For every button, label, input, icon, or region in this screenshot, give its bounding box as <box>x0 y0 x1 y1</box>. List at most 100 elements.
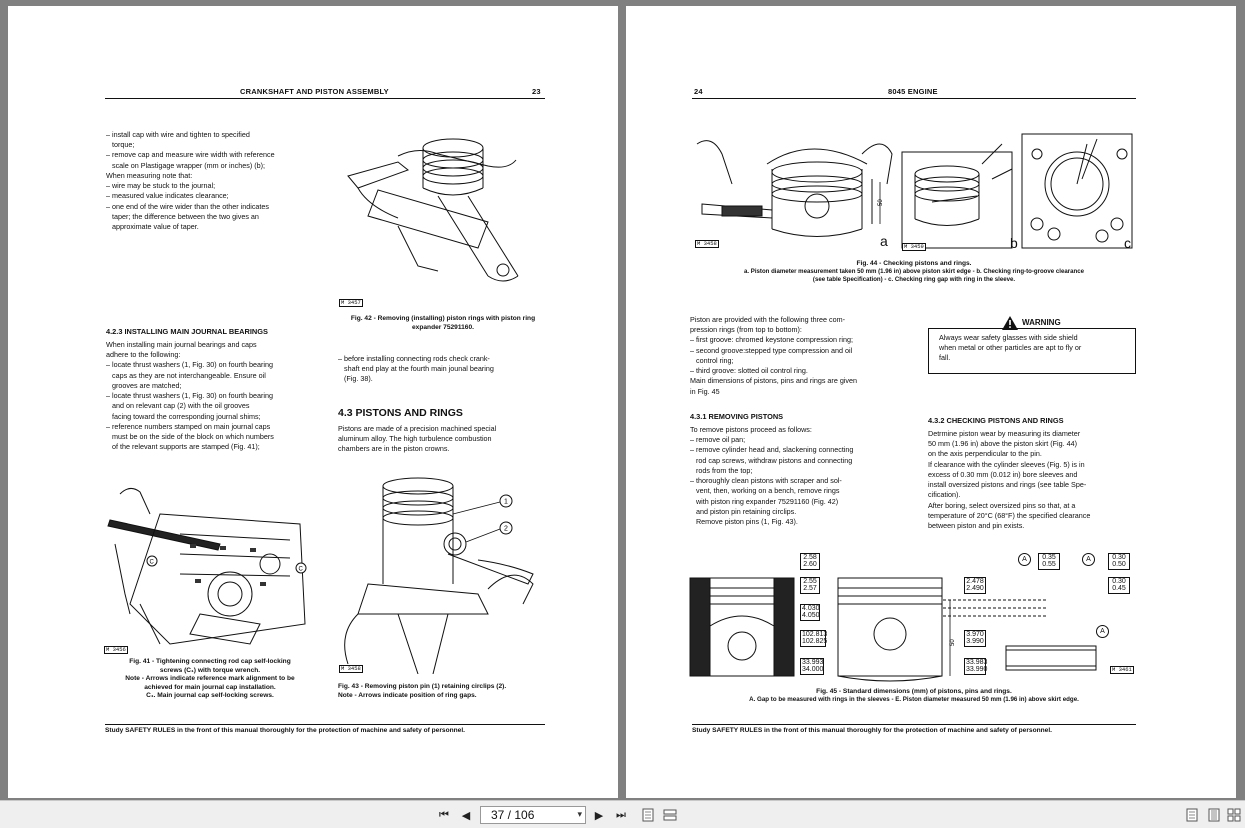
text-line: When installing main journal bearings an… <box>106 340 257 349</box>
caption-line: screws (C₁) with torque wrench. <box>159 666 261 674</box>
caption-line: a. Piston diameter measurement taken 50 … <box>744 268 1084 275</box>
text-line: 50 mm (1.96 in) above the piston skirt (… <box>928 439 1078 449</box>
left-page-number: 23 <box>532 87 541 96</box>
text-line: cification). <box>928 490 961 500</box>
dim-33.983: 33.983 33.990 <box>964 658 988 675</box>
caption-line: Fig. 43 - Removing piston pin (1) retain… <box>338 683 507 690</box>
marker-a-2: A <box>1082 553 1095 566</box>
fig44-label-c: c <box>1124 235 1131 251</box>
text-line: Always wear safety glasses with side shi… <box>939 333 1078 342</box>
fig43-callout-2: 2 <box>504 526 508 533</box>
text-line: Remove piston pins (1, Fig. 43). <box>690 516 798 526</box>
text-line: – locate thrust washers (1, Fig. 30) on … <box>106 360 273 370</box>
fit-width-icon[interactable] <box>1206 807 1222 823</box>
text-line: and piston pin retaining circlips. <box>690 506 797 516</box>
single-page-view-icon[interactable] <box>640 807 656 823</box>
fig44-caption: a. Piston diameter measurement taken 50 … <box>686 268 1142 284</box>
text-line: grooves are matched; <box>106 380 182 390</box>
marker-a-3: A <box>1096 625 1109 638</box>
piston-pin-circlip-drawing: 1 2 <box>344 477 534 675</box>
text-line: shaft end play at the fourth main jounal… <box>338 364 494 374</box>
warning-text: Always wear safety glasses with side shi… <box>939 333 1125 364</box>
fig45-illustration: 50 <box>688 546 1138 686</box>
text-line: – remove cylinder head and, slackening c… <box>690 445 854 455</box>
caption-line: C₁. Main journal cap self-locking screws… <box>146 692 274 700</box>
text-line: in Fig. 45 <box>690 386 720 396</box>
text-line: on the axis perpendicular to the pin. <box>928 449 1042 459</box>
warning-icon <box>1002 316 1018 330</box>
caption-line: achieved for main journal cap installati… <box>144 683 276 691</box>
text-line: – first groove: chromed keystone compres… <box>690 335 853 345</box>
footer-rule <box>105 724 545 726</box>
text-line: facing toward the corresponding journal … <box>106 411 261 421</box>
gap-0.30-a: 0.30 0.50 <box>1108 553 1130 570</box>
caption-line: Note - Arrows indicate position of ring … <box>338 691 477 699</box>
header-rule <box>692 98 1136 100</box>
text-line: rods from the top; <box>690 465 753 475</box>
text-line: when metal or other particles are apt to… <box>939 343 1082 353</box>
fig41-illustration: C C <box>100 484 315 656</box>
text-line: of the relevant supports are stamped (Fi… <box>106 442 260 452</box>
text-line: – third groove: slotted oil control ring… <box>690 366 808 376</box>
text-line: – locate thrust washers (1, Fig. 30) on … <box>106 391 273 401</box>
fig45-ref: M 3461 <box>1110 666 1134 675</box>
s43-heading: 4.3 PISTONS AND RINGS <box>338 407 463 419</box>
s423-text: When installing main journal bearings an… <box>106 340 326 452</box>
fig44-ref-2: M 3459 <box>902 243 926 252</box>
last-page-icon[interactable]: ⏭ <box>616 808 626 821</box>
s43-text: Pistons are made of a precision machined… <box>338 424 553 455</box>
fig43-caption: Fig. 43 - Removing piston pin (1) retain… <box>338 683 548 700</box>
fig44-caption-title: Fig. 44 - Checking pistons and rings. <box>856 260 972 267</box>
text-line: excess of 0.30 mm (0.012 in) bore sleeve… <box>928 469 1078 479</box>
gap-0.30-b: 0.30 0.45 <box>1108 577 1130 594</box>
fig41-callout-2: C <box>299 567 304 573</box>
first-page-icon[interactable]: ⏮ <box>439 808 449 821</box>
text-line: When measuring note that: <box>106 170 193 180</box>
text-line: Piston are provided with the following t… <box>690 315 846 324</box>
text-line: – thoroughly clean pistons with scraper … <box>690 476 842 486</box>
text-line: aluminum alloy. The high turbulence comb… <box>338 434 492 444</box>
fig41-caption: Fig. 41 - Tightening connecting rod cap … <box>100 658 320 701</box>
caption-line: Fig. 41 - Tightening connecting rod cap … <box>129 658 291 665</box>
dim-4.030: 4.030 4.050 <box>800 604 820 621</box>
text-line: To remove pistons proceed as follows: <box>690 425 812 434</box>
page-number-select[interactable]: 37 / 106 ▾ <box>480 806 586 824</box>
chevron-down-icon: ▾ <box>577 809 582 819</box>
two-page-view-icon[interactable] <box>662 807 678 823</box>
page-indicator: 37 / 106 <box>491 808 535 822</box>
fig45-dim-50: 50 <box>950 639 956 646</box>
right-header-title: 8045 ENGINE <box>888 87 938 96</box>
fig43-illustration: 1 2 <box>338 474 548 675</box>
text-line: – measured value indicates clearance; <box>106 191 229 201</box>
s431-text: To remove pistons proceed as follows:– r… <box>690 425 910 527</box>
text-line: and on relevant cap (2) with the oil gro… <box>106 401 250 411</box>
text-line: – remove oil pan; <box>690 435 746 445</box>
fit-page-icon[interactable] <box>1184 807 1200 823</box>
warning-header: WARNING <box>1002 316 1061 330</box>
prev-page-icon[interactable]: ◀ <box>461 808 471 822</box>
text-line: vent, then, working on a bench, remove r… <box>690 486 840 496</box>
fig44-illustration: 50 <box>692 124 1136 256</box>
caption-line: Note - Arrows indicate reference mark al… <box>125 675 295 683</box>
text-line: fall. <box>939 353 951 363</box>
left-header-title: CRANKSHAFT AND PISTON ASSEMBLY <box>240 87 389 96</box>
text-line: adhere to the following: <box>106 350 181 360</box>
left-footer: Study SAFETY RULES in the front of this … <box>105 727 465 734</box>
text-line: approximate value of taper. <box>106 221 199 231</box>
fig41-callout-1: C <box>150 560 155 566</box>
text-line: chambers are in the piston crowns. <box>338 444 450 454</box>
viewer-toolbar: ⏮ ◀ 37 / 106 ▾ ▶ ⏭ <box>0 800 1245 828</box>
thumbnail-view-icon[interactable] <box>1226 807 1242 823</box>
text-line: taper; the difference between the two gi… <box>106 211 259 221</box>
fig45-caption-title: Fig. 45 - Standard dimensions (mm) of pi… <box>816 688 1012 695</box>
text-line: – remove cap and measure wire width with… <box>106 150 275 160</box>
dim-33.993: 33.993 34.000 <box>800 658 824 675</box>
dim-2.55: 2.55 2.57 <box>800 577 820 594</box>
next-page-icon[interactable]: ▶ <box>594 808 604 822</box>
text-line: – one end of the wire wider than the oth… <box>106 201 270 211</box>
piston-dimensions-drawing: 50 <box>689 577 1097 682</box>
text-line: scale on Plastigage wrapper (mm or inche… <box>106 160 265 170</box>
text-line: pression rings (from top to bottom): <box>690 325 802 335</box>
dim-102.813: 102.813 102.825 <box>800 630 828 647</box>
crank-text: – before installing connecting rods chec… <box>338 354 553 385</box>
